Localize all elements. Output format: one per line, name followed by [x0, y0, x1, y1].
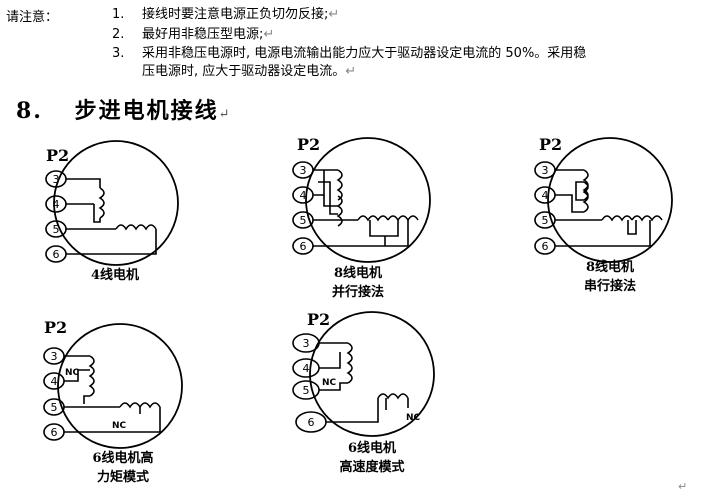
coil	[98, 187, 105, 219]
nc-label: NC	[322, 378, 337, 388]
pin-label: 5	[303, 384, 310, 397]
note-item-1: 1. 接线时要注意电源正负切勿反接;↵	[112, 6, 339, 24]
caption-line: 4线电机	[90, 268, 140, 283]
nc-label: NC	[65, 368, 80, 378]
caption-line: 高速度模式	[339, 460, 405, 475]
diagram-caption: 8线电机 并行接法	[318, 262, 398, 300]
caption-line: 6线电机	[347, 441, 397, 456]
pin-label: 4	[300, 189, 307, 202]
pin-label: 5	[53, 223, 60, 236]
diagram-6-wire-high-torque: P2 3 4 5 6 NC NC	[43, 318, 183, 449]
note-text: 采用非稳压电源时, 电源电流输出能力应大于驱动器设定电流的 50%。采用稳	[142, 46, 587, 61]
pin-label: 3	[51, 350, 58, 363]
motor-circle	[547, 137, 673, 263]
note-number: 1.	[112, 7, 125, 22]
motor-circle	[305, 137, 431, 263]
pin-label: 6	[308, 416, 315, 429]
diagram-6-wire-high-speed: P2 3 4 5 6 NC NC	[292, 310, 435, 437]
section-title: 步进电机接线	[74, 98, 219, 124]
note-item-2: 2. 最好用非稳压型电源;↵	[112, 26, 274, 44]
pin-label: 3	[300, 164, 307, 177]
pin-label: 4	[51, 375, 58, 388]
pin-label: 3	[542, 164, 549, 177]
nc-label: NC	[406, 413, 421, 423]
diagram-caption: 4线电机	[80, 264, 150, 283]
pin-label: 4	[542, 189, 549, 202]
caption-line: 力矩模式	[96, 470, 149, 485]
diagram-8-wire-series: P2 3 4 5 6	[534, 135, 673, 263]
paragraph-mark-icon: ↵	[218, 107, 232, 122]
pin-label: 5	[542, 214, 549, 227]
nc-label: NC	[112, 421, 127, 431]
pin-label: 5	[51, 401, 58, 414]
section-heading: 8. 步进电机接线↵	[16, 93, 232, 125]
paragraph-mark-icon: ↵	[263, 27, 275, 42]
paragraph-mark-icon: ↵	[345, 64, 357, 79]
pin-label: 4	[53, 198, 60, 211]
connector-label: P2	[539, 135, 562, 154]
coil	[115, 224, 157, 231]
note-item-3: 3.采用非稳压电源时, 电源电流输出能力应大于驱动器设定电流的 50%。采用稳 …	[112, 45, 586, 81]
pin-label: 6	[53, 248, 60, 261]
pin-label: 3	[53, 173, 60, 186]
note-text-continued: 压电源时, 应大于驱动器设定电流。	[142, 64, 346, 79]
caption-line: 8线电机	[333, 266, 383, 281]
connector-label: P2	[46, 146, 69, 165]
note-number: 3.	[112, 46, 125, 61]
diagram-caption: 6线电机 高速度模式	[322, 437, 422, 475]
pin-label: 4	[303, 362, 310, 375]
pin-label: 6	[300, 240, 307, 253]
diagram-caption: 8线电机 串行接法	[570, 256, 650, 294]
paragraph-mark-icon: ↵	[678, 480, 688, 493]
motor-circle	[57, 323, 183, 449]
section-number: 8.	[16, 98, 43, 124]
pin-label: 6	[51, 426, 58, 439]
paragraph-mark-icon: ↵	[328, 7, 340, 22]
pin-label: 6	[542, 240, 549, 253]
caption-line: 8线电机	[585, 260, 635, 275]
note-text: 接线时要注意电源正负切勿反接;	[142, 7, 329, 22]
connector-label: P2	[307, 310, 330, 329]
notes-label: 请注意：	[6, 10, 59, 25]
caption-line: 并行接法	[331, 285, 384, 300]
motor-circle	[309, 311, 435, 437]
pin-label: 3	[303, 337, 310, 350]
diagram-8-wire-parallel: P2 3 4 5 6	[292, 135, 431, 263]
motor-circle	[53, 140, 179, 266]
connector-label: P2	[44, 318, 67, 337]
diagram-4-wire: P2 3 4 5 6	[45, 140, 179, 266]
caption-line: 6线电机高	[92, 451, 154, 466]
note-number: 2.	[112, 27, 125, 42]
caption-line: 串行接法	[583, 279, 636, 294]
diagram-caption: 6线电机高 力矩模式	[78, 447, 168, 485]
pin-label: 5	[300, 214, 307, 227]
note-text: 最好用非稳压型电源;	[142, 27, 264, 42]
connector-label: P2	[297, 135, 320, 154]
